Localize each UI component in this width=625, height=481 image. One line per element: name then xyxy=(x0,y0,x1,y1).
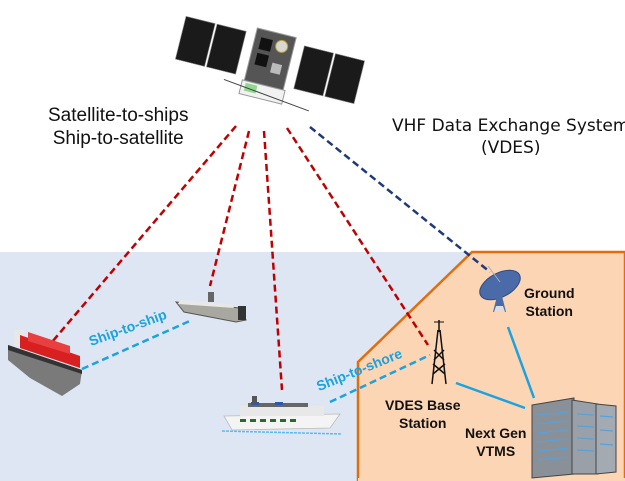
link-ship-to-shore xyxy=(329,353,431,404)
satellite-links xyxy=(51,125,430,391)
sat-link-base-station xyxy=(285,127,430,346)
link-base-to-vtms xyxy=(455,381,526,410)
vtms-label: Next Gen VTMS xyxy=(465,425,527,459)
container-ship-icon xyxy=(8,330,82,396)
link-ship-to-ship xyxy=(81,318,193,371)
speedboat-icon xyxy=(174,292,247,323)
title-vdes-full: VHF Data Exchange System xyxy=(392,116,625,136)
satellite-icon xyxy=(175,16,365,112)
title-vdes-abbr: (VDES) xyxy=(480,138,541,158)
vdes-tower-icon xyxy=(431,320,447,385)
satellite-link-title: Satellite-to-ships Ship-to-satellite xyxy=(48,104,188,150)
link-ground-to-vtms xyxy=(506,326,536,399)
vdes-title: VHF Data Exchange System (VDES) xyxy=(392,115,625,159)
sat-link-speedboat xyxy=(208,130,251,287)
vtms-server-icon xyxy=(531,397,617,479)
title-ship-to-satellite: Ship-to-satellite xyxy=(52,128,184,149)
base-station-label: VDES Base Station xyxy=(385,397,461,431)
ground-station-icon xyxy=(479,265,521,312)
ground-station-label: Ground Station xyxy=(524,285,575,319)
sat-link-ground-station xyxy=(309,126,491,273)
title-satellite-to-ships: Satellite-to-ships xyxy=(48,105,189,126)
sat-link-container-ship xyxy=(51,125,237,343)
cruise-ship-icon xyxy=(221,396,343,435)
